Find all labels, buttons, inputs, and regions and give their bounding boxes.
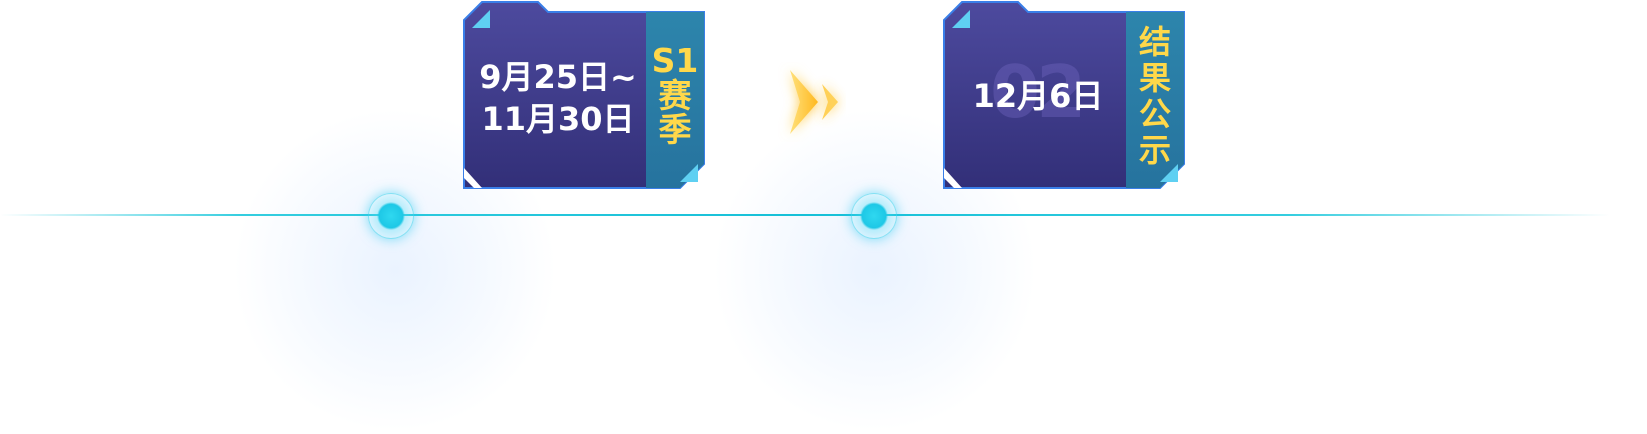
timeline-line xyxy=(0,214,1610,216)
double-chevron-right-icon xyxy=(790,70,838,134)
stage-tag-char: 公 xyxy=(1138,95,1171,133)
stage-tag: 结 果 公 示 xyxy=(1126,20,1184,174)
stage-card-result: 02 12月6日 结 果 公 示 xyxy=(942,0,1186,190)
timeline-node-2 xyxy=(851,193,897,239)
timeline-node-1 xyxy=(368,193,414,239)
stage-tag-char: S1 xyxy=(651,40,699,80)
card-frame xyxy=(943,1,1185,189)
stage-date-start: 12月6日 xyxy=(972,77,1104,115)
stage-date-start: 9月25日~ xyxy=(479,58,637,96)
stage-tag-char: 果 xyxy=(1138,59,1171,98)
stage-date: 9月25日~ 11月30日 xyxy=(470,52,646,144)
stage-date: 12月6日 xyxy=(950,70,1126,122)
stage-tag-char: 示 xyxy=(1138,130,1171,169)
card-frame xyxy=(463,1,705,189)
stage-tag-char: 结 xyxy=(1138,23,1171,62)
stage-date-end: 11月30日 xyxy=(481,100,635,138)
stage-tag-char: 季 xyxy=(658,110,692,150)
stage-tag-char: 赛 xyxy=(658,75,692,115)
stage-card-s1: 9月25日~ 11月30日 S1 赛 季 xyxy=(462,0,706,190)
stage-number-watermark: 02 xyxy=(990,50,1086,134)
stage-tag: S1 赛 季 xyxy=(646,36,704,156)
